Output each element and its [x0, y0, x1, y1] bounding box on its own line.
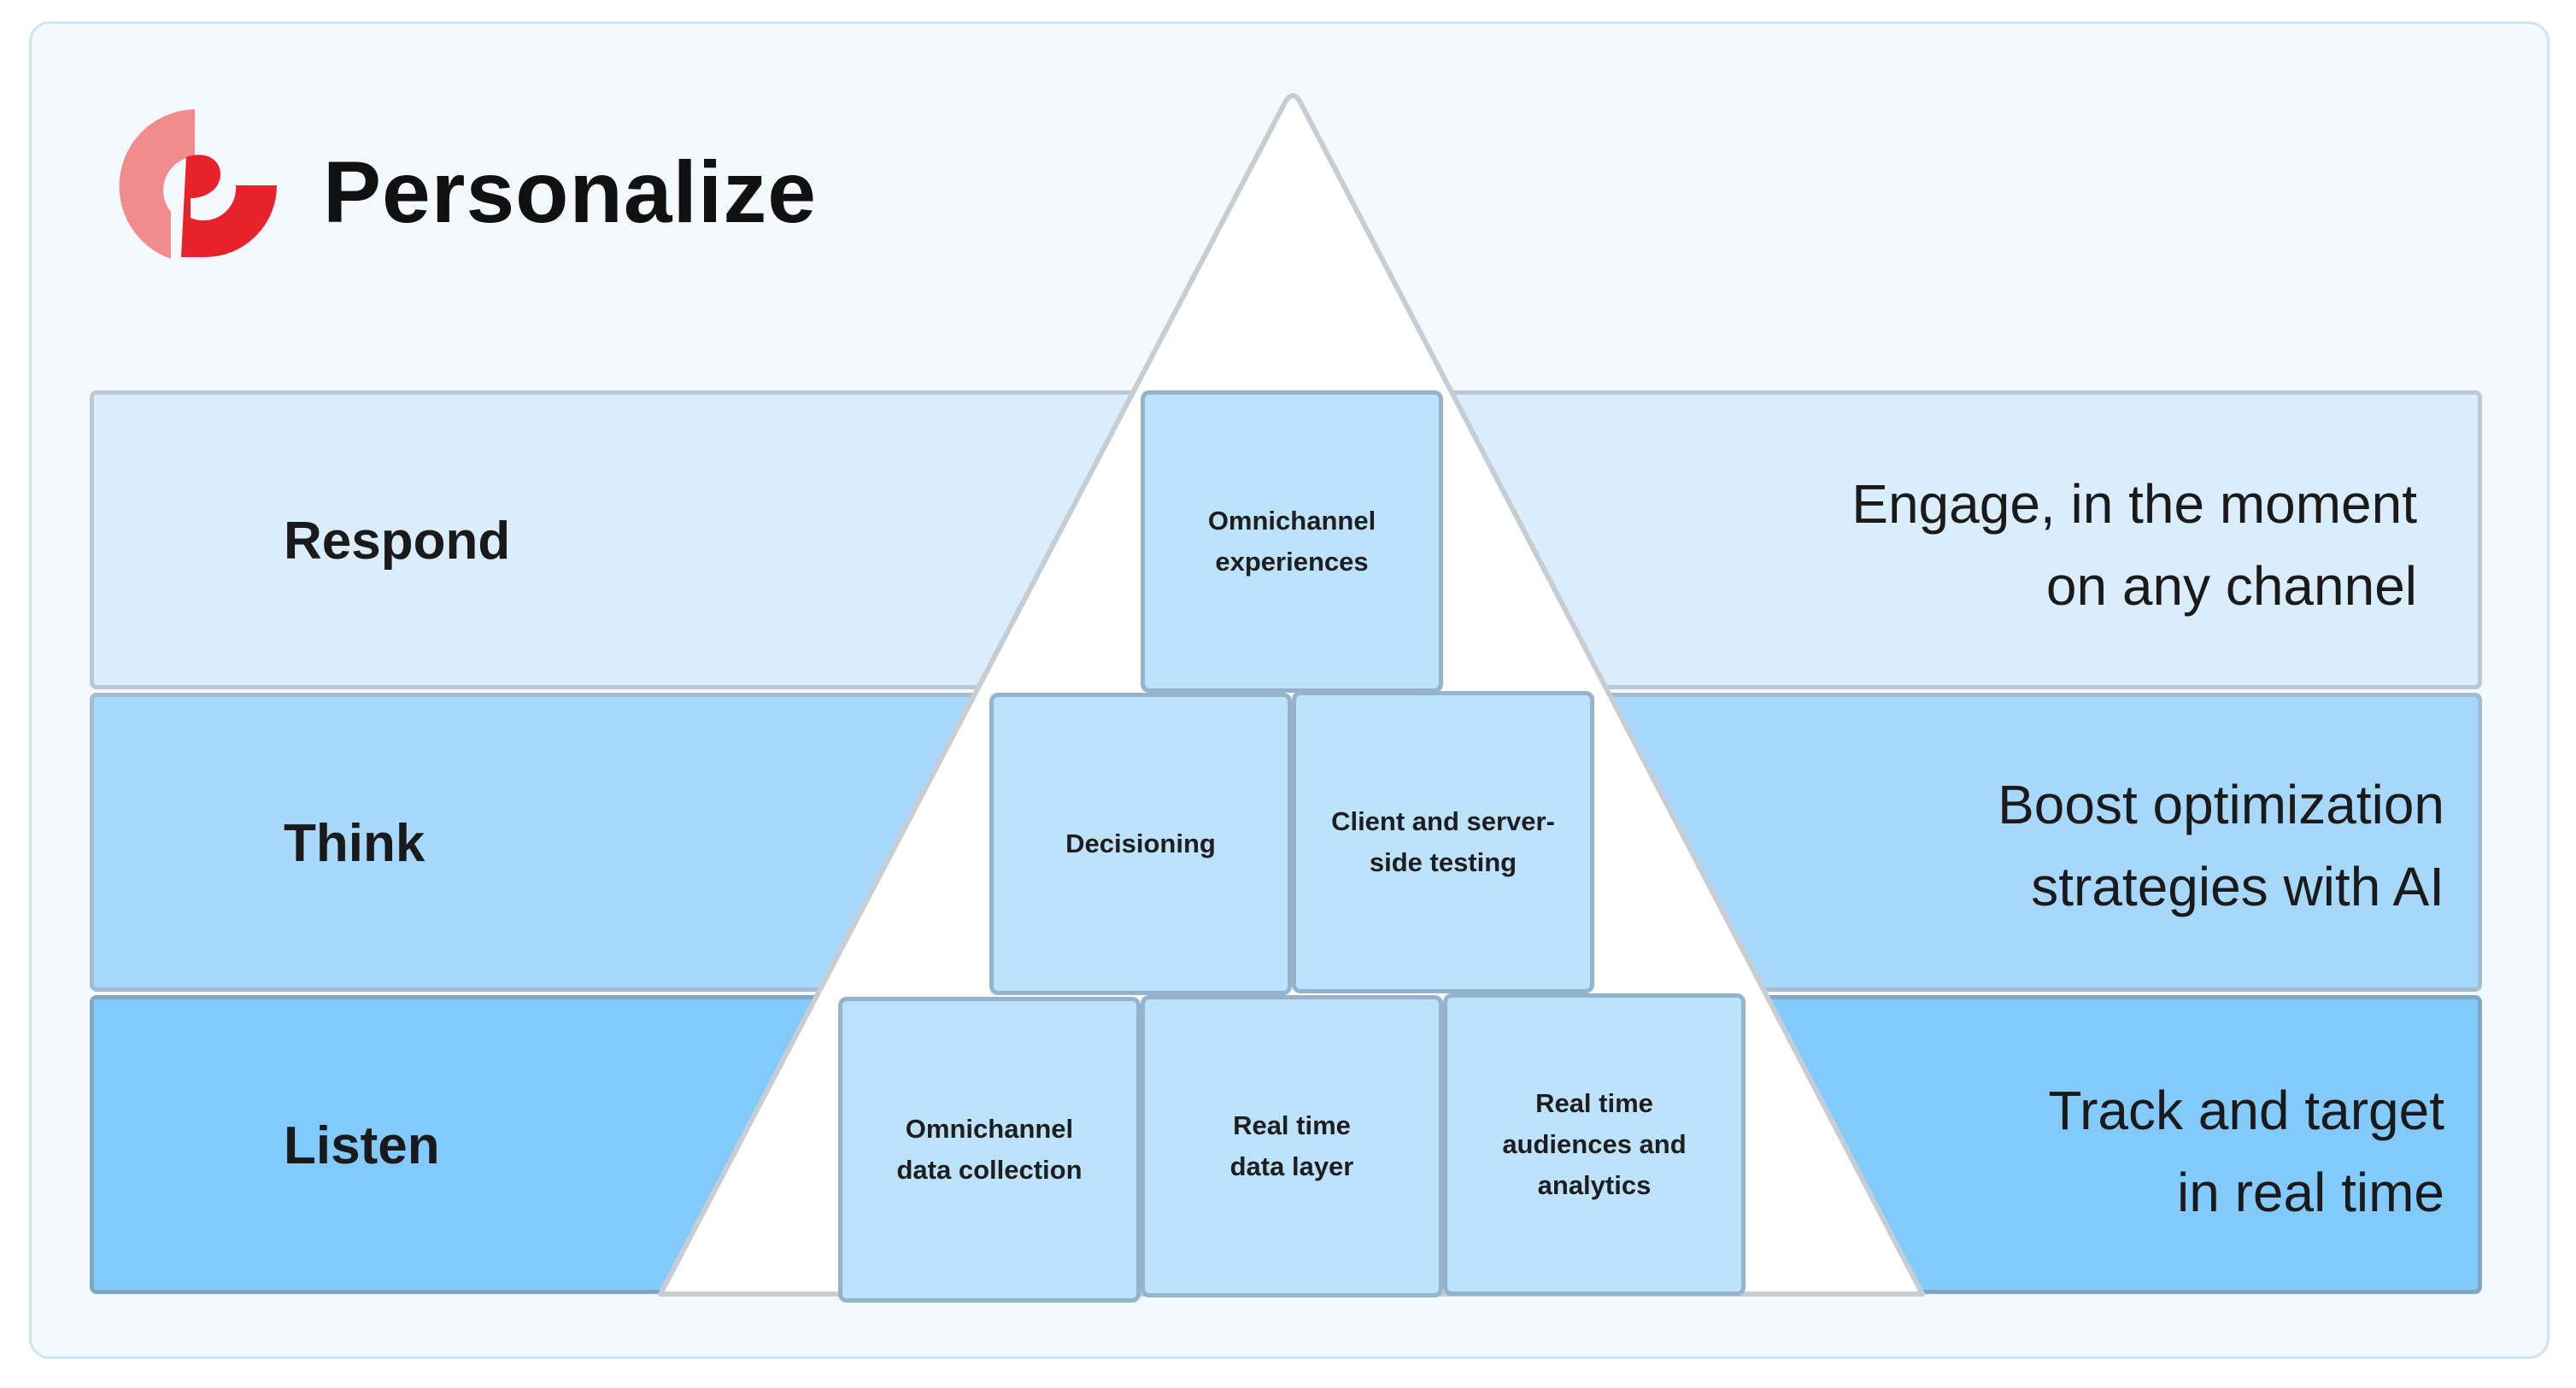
description-line: on any channel — [2045, 555, 2417, 617]
capability-label: Real time data layer — [1230, 1105, 1354, 1187]
capability-omnichannel-experiences: Omnichannel experiences — [1141, 390, 1443, 693]
layer-label-respond: Respond — [284, 512, 511, 571]
description-line: in real time — [2177, 1162, 2444, 1223]
layer-description-listen: Track and target in real time — [2048, 1069, 2444, 1233]
capability-label: Omnichannel data collection — [896, 1109, 1082, 1191]
capability-client-server-testing: Client and server- side testing — [1292, 691, 1594, 993]
logo-light-swoosh — [119, 109, 195, 259]
capability-omnichannel-data-collection: Omnichannel data collection — [838, 997, 1141, 1303]
capability-label: Decisioning — [1065, 823, 1216, 864]
description-line: strategies with AI — [2031, 856, 2444, 917]
description-line: Track and target — [2048, 1080, 2444, 1141]
layer-label-think: Think — [284, 814, 425, 873]
personalize-logo-icon — [119, 109, 277, 259]
description-line: Engage, in the moment — [1851, 473, 2417, 535]
capability-decisioning: Decisioning — [989, 693, 1292, 995]
logo-dark-p — [181, 155, 277, 257]
brand-name: Personalize — [323, 143, 817, 241]
capability-real-time-data-layer: Real time data layer — [1141, 995, 1443, 1297]
capability-label-line: data layer — [1229, 1151, 1354, 1181]
capability-label: Real time audiences and analytics — [1502, 1083, 1686, 1206]
capability-real-time-audiences-analytics: Real time audiences and analytics — [1443, 993, 1746, 1296]
layer-description-think: Boost optimization strategies with AI — [1998, 764, 2444, 928]
capability-label-line: analytics — [1537, 1170, 1652, 1200]
capability-label-line: experiences — [1215, 547, 1369, 577]
description-line: Boost optimization — [1998, 774, 2444, 835]
capability-label-line: Real time — [1535, 1088, 1653, 1118]
capability-label-line: audiences and — [1502, 1129, 1687, 1159]
capability-label: Omnichannel experiences — [1208, 501, 1376, 583]
capability-label-line: data collection — [896, 1155, 1083, 1185]
capability-label-line: side testing — [1369, 847, 1517, 877]
capability-label-line: Omnichannel — [1207, 506, 1376, 536]
capability-label-line: Omnichannel — [905, 1114, 1074, 1144]
layer-label-listen: Listen — [284, 1116, 440, 1175]
capability-label-line: Client and server- — [1331, 806, 1555, 836]
capability-label-line: Real time — [1233, 1110, 1351, 1140]
capability-label-line: Decisioning — [1065, 829, 1216, 858]
layer-description-respond: Engage, in the moment on any channel — [1851, 463, 2417, 627]
capability-label: Client and server- side testing — [1331, 801, 1555, 883]
